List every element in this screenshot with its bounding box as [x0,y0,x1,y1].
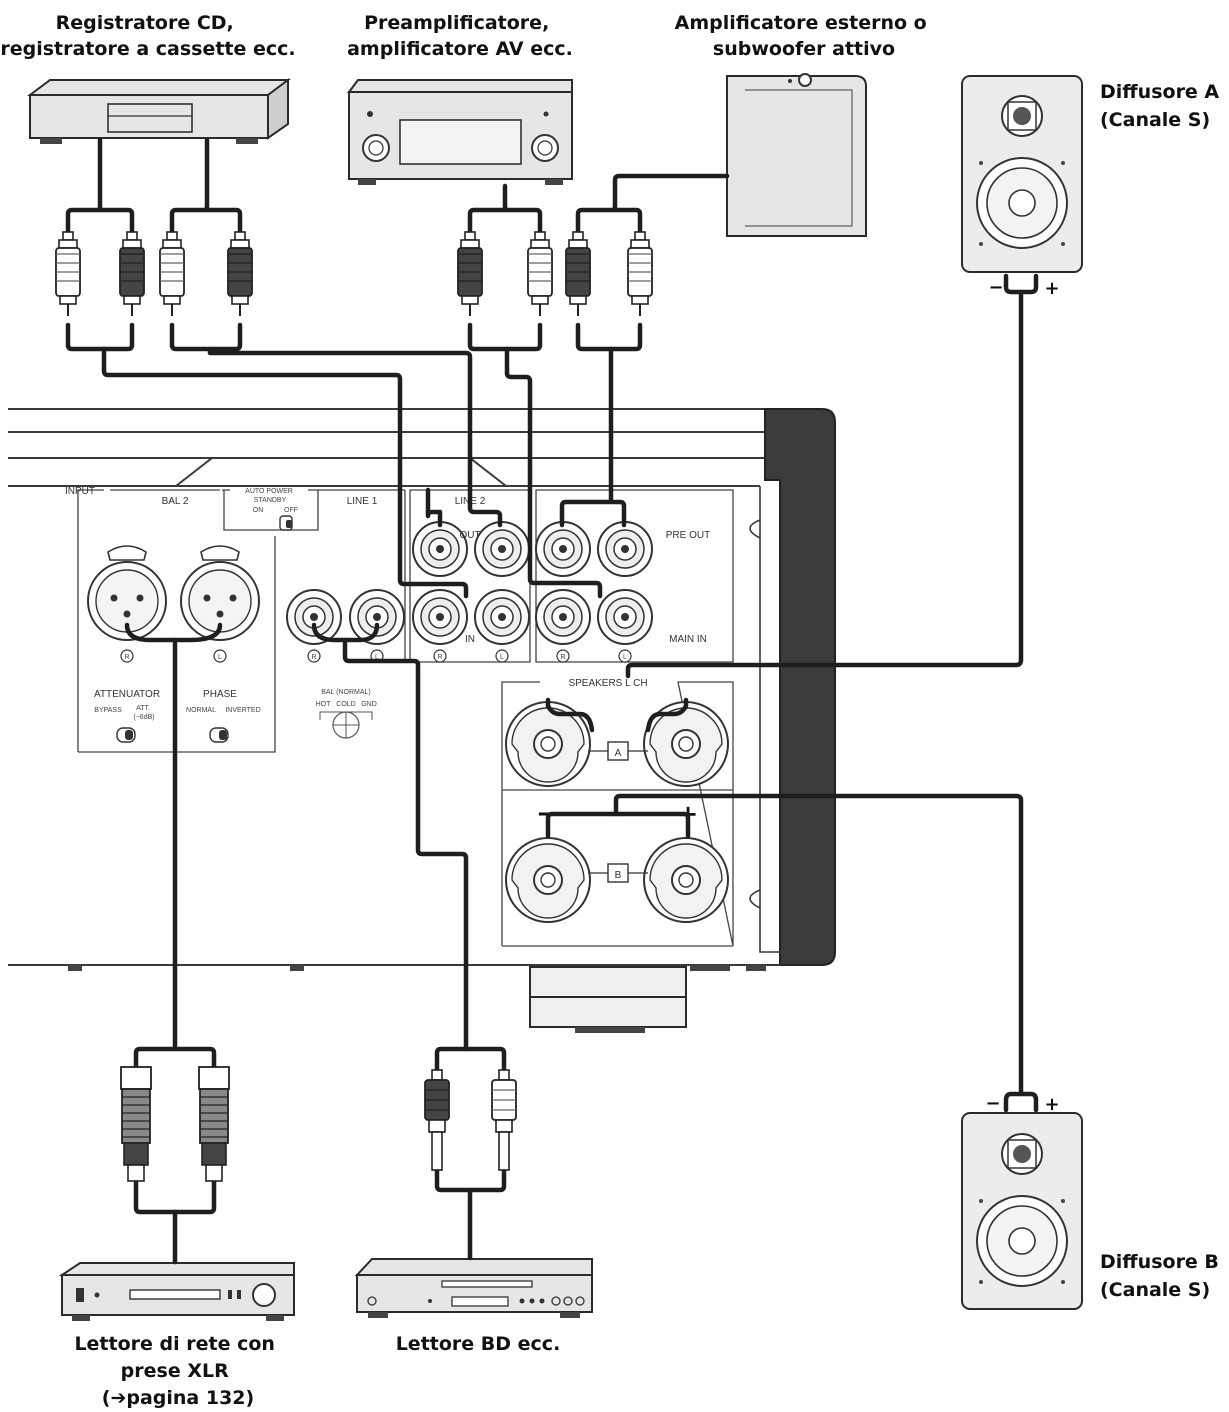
bd-plug-2 [491,1069,517,1171]
cd-plug-1 [55,231,81,316]
panel-label-phase: PHASE [203,689,237,700]
speaker-terminal-group [505,701,729,923]
marker-bal2-r: R [124,654,129,661]
panel-label-out: OUT [459,530,480,541]
caption-cd-recorder: Registratore CD, registratore a cassette… [0,12,295,60]
speaker-terminal-b-minus [505,837,591,923]
bal2-xlr-l [180,545,260,641]
terminal-b-label: B [615,870,622,881]
marker-line2-l: L [500,654,504,661]
rca-socket-line2-out-r [412,521,468,577]
caption-preamp: Preamplificatore, amplificatore AV ecc. [347,12,573,60]
panel-label-phase-normal: NORMAL [186,707,216,714]
caption-bd-player: Lettore BD ecc. [396,1333,561,1355]
speaker-a [961,75,1083,273]
speaker-terminal-a-plus [643,701,729,787]
cd-plug-2 [119,231,145,316]
caption-speaker-b: Diffusore B (Canale S) [1100,1251,1226,1301]
panel-label-input: INPUT [65,486,95,497]
panel-label-main-in: MAIN IN [669,634,707,645]
rca-socket-group [286,521,653,645]
rca-socket-pre-out-l [597,521,653,577]
marker-main-l: L [623,654,627,661]
panel-label-xlr-pin-gnd: GND [361,701,377,708]
speaker-terminal-a-minus [505,701,591,787]
panel-label-attenuator-att: ATT. (−6dB) [133,705,154,721]
xlr-plug-2 [198,1066,230,1182]
amplifier-rear-panel [8,408,836,1033]
rca-socket-line2-out-l [474,521,530,577]
speaker-b [961,1112,1083,1310]
preamp-device [347,79,573,185]
rca-socket-pre-out-r [535,521,591,577]
panel-label-in: IN [465,634,475,645]
rca-socket-line1-r [286,589,342,645]
marker-line1-l: L [375,654,379,661]
panel-label-bal-normal: BAL (NORMAL) [321,689,371,696]
panel-label-auto-power-standby: AUTO POWER STANDBY [245,488,295,504]
caption-network-player: Lettore di rete con prese XLR (➔pagina 1… [74,1333,281,1409]
panel-label-attenuator: ATTENUATOR [94,689,160,700]
marker-line2-r: R [437,654,442,661]
cables [65,137,1039,1265]
rca-socket-line2-in-l [474,589,530,645]
bd-plug-1 [424,1069,450,1171]
sub-plug-2 [627,231,653,316]
bal2-xlr-r [87,545,167,641]
speaker-terminal-b-plus [643,837,729,923]
network-player-device [58,1262,295,1321]
sub-plug-1 [565,231,591,316]
panel-label-pre-out: PRE OUT [666,530,710,541]
xlr-plug-1 [120,1066,152,1182]
speaker-a-minus-label: − [988,277,1003,298]
terminal-a-label: A [615,748,622,759]
cd-plug-3 [159,231,185,316]
preamp-plug-1 [457,231,483,316]
panel-label-apsb-on: ON [253,507,264,514]
rca-socket-main-in-r [535,589,591,645]
panel-label-xlr-pin-hot: HOT [316,701,332,708]
panel-label-bal2: BAL 2 [162,496,189,507]
preamp-plug-2 [527,231,553,316]
panel-label-speakers-lch: SPEAKERS L CH [568,678,647,689]
speaker-b-minus-label: − [985,1093,1000,1114]
marker-bal2-l: L [218,654,222,661]
subwoofer-device [726,73,867,237]
cd-recorder-device [27,78,291,144]
rca-socket-line1-l [349,589,405,645]
caption-speaker-a: Diffusore A (Canale S) [1100,81,1226,131]
panel-label-line1: LINE 1 [347,496,378,507]
speaker-b-plus-label: + [1044,1094,1059,1115]
panel-label-apsb-off: OFF [284,507,298,514]
caption-ext-amp: Amplificatore esterno o subwoofer attivo [675,12,934,60]
cd-plug-4 [227,231,253,316]
panel-label-phase-inverted: INVERTED [225,707,260,714]
marker-line1-r: R [311,654,316,661]
channel-markers: R L R L R L R L [120,649,632,663]
panel-label-xlr-pin-cold: COLD [336,701,355,708]
rca-socket-main-in-l [597,589,653,645]
panel-label-attenuator-bypass: BYPASS [94,707,122,714]
bd-player-device [354,1258,593,1318]
marker-main-r: R [560,654,565,661]
speaker-a-plus-label: + [1044,278,1059,299]
rca-socket-line2-in-r [412,589,468,645]
plug-group [55,231,653,1182]
